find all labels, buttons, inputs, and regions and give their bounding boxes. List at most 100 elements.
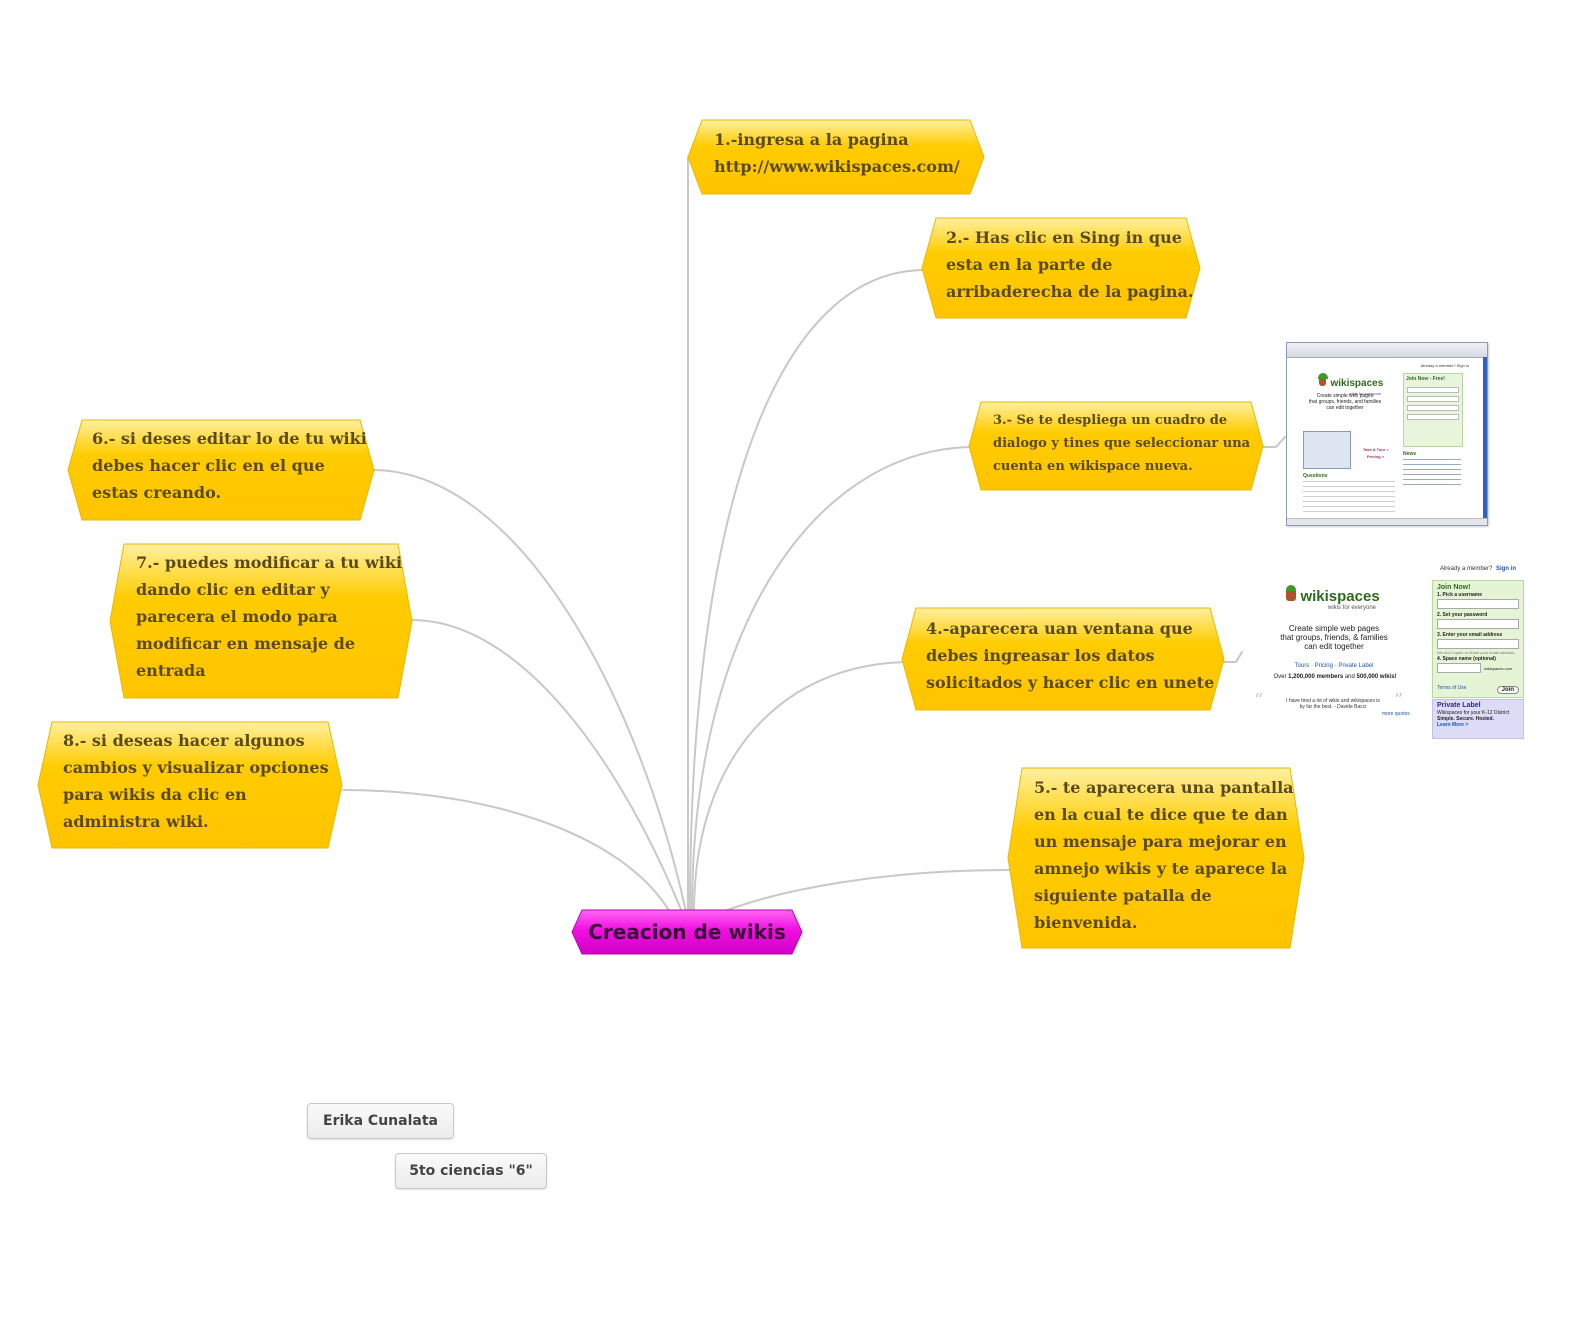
quote-open-icon: “ xyxy=(1254,690,1264,711)
thumb-small-questions: Questions xyxy=(1303,473,1328,479)
thumb-small-pricing-link: Pricing > xyxy=(1367,454,1385,459)
link-step-2 xyxy=(689,269,926,913)
thumb-small-join-box: Join Now - Free! xyxy=(1403,373,1463,447)
link-step-7 xyxy=(411,619,683,913)
members-pre: Over xyxy=(1273,674,1289,680)
thumb-large-brand: wikispaces xyxy=(1300,588,1380,605)
link-step-3 xyxy=(691,446,976,913)
thumb-large-space-row: .wikispaces.com xyxy=(1437,663,1519,673)
step-4-text: 4.-aparecera uan ventana que debes ingre… xyxy=(926,619,1215,692)
step-5-shape xyxy=(1007,767,1305,949)
browser-statusbar xyxy=(1287,518,1487,525)
step-7-shape xyxy=(109,543,413,699)
link-thumb-4 xyxy=(1221,651,1243,663)
author-label[interactable]: Erika Cunalata xyxy=(307,1103,454,1139)
thumb-large-pl-more: Learn More > xyxy=(1437,722,1469,728)
step-2-text: 2.- Has clic en Sing in que esta en la p… xyxy=(946,228,1194,301)
members-count: 1,200,000 members xyxy=(1288,674,1344,680)
thumb-large-signin-row: Already a member? Sign in xyxy=(1440,566,1516,572)
step-8-node[interactable]: 8.- si deseas hacer algunos cambios y vi… xyxy=(37,721,343,849)
thumb-large-email-note: We don't spam or share your email addres… xyxy=(1437,650,1516,655)
course-label[interactable]: 5to ciencias "6" xyxy=(395,1153,547,1189)
wikis-count: 500,000 wikis! xyxy=(1356,674,1397,680)
link-step-8 xyxy=(342,789,671,913)
step-3-text: 3.- Se te despliega un cuadro de dialogo… xyxy=(993,413,1251,474)
step-8-shape xyxy=(37,721,343,849)
thumb-large-pl-title: Private Label xyxy=(1437,702,1481,709)
thumb-small-field xyxy=(1407,414,1459,420)
thumb-large-quote: I have tried a lot of wikis and wikispac… xyxy=(1286,698,1380,710)
step-8-text: 8.- si deseas hacer algunos cambios y vi… xyxy=(63,731,329,831)
thumb-small-field xyxy=(1407,396,1459,402)
thumb-large-domain: .wikispaces.com xyxy=(1483,665,1513,671)
thumb-large-nav-links: Tours · Pricing · Private Label xyxy=(1294,663,1374,669)
step-6-text: 6.- si deses editar lo de tu wiki debes … xyxy=(92,429,367,502)
thumb-large-already-member: Already a member? xyxy=(1439,566,1493,572)
thumb-large-field-3 xyxy=(1437,639,1519,649)
thumb-large-join-title: Join Now! xyxy=(1437,584,1471,591)
thumb-small-headline: Create simple web pages that groups, fri… xyxy=(1308,393,1382,411)
thumb-small-screenshot xyxy=(1303,431,1351,469)
step-1-text: 1.-ingresa a la pagina http://www.wikisp… xyxy=(714,130,960,176)
thumb-large-field-1 xyxy=(1437,599,1519,609)
thumb-small-brand: wikispaces xyxy=(1330,378,1384,389)
thumb-large-field-2-label: 2. Set your password xyxy=(1437,612,1488,618)
thumb-large-members: Over 1,200,000 members and 500,000 wikis… xyxy=(1248,674,1422,680)
step-5-node[interactable]: 5.- te aparecera una pantalla en la cual… xyxy=(1007,767,1305,949)
thumb-small-signin: Already a member? Sign in xyxy=(1420,363,1469,368)
step-7-text: 7.- puedes modificar a tu wiki dando cli… xyxy=(136,553,403,680)
thumb-small-news: News xyxy=(1403,451,1417,457)
step-7-node[interactable]: 7.- puedes modificar a tu wiki dando cli… xyxy=(109,543,413,699)
thumb-large-sign-in-link: Sign in xyxy=(1496,566,1516,572)
thumb-large-field-2 xyxy=(1437,619,1519,629)
thumb-large-more-quotes: more quotes xyxy=(1382,711,1410,717)
members-and: and xyxy=(1343,674,1357,680)
thumb-large-logo: wikispaces wikis for everyone xyxy=(1286,585,1380,611)
browser-right-scrollbar xyxy=(1483,357,1487,519)
link-step-5 xyxy=(721,869,1011,913)
thumb-large-pl-line2: Simple. Secure. Hosted. xyxy=(1437,716,1494,722)
thumb-large-tagline: wikis for everyone xyxy=(1328,605,1377,611)
step-3-node[interactable]: 3.- Se te despliega un cuadro de dialogo… xyxy=(968,401,1264,491)
thumb-small-field xyxy=(1407,405,1459,411)
thumb-large-field-4 xyxy=(1437,663,1481,673)
link-step-4 xyxy=(693,661,913,913)
thumb-small-text-lines xyxy=(1303,481,1395,515)
thumb-large-terms-link: Terms of Use xyxy=(1437,685,1467,691)
step-2-node[interactable]: 2.- Has clic en Sing in que esta en la p… xyxy=(921,217,1201,319)
thumb-small-logo: wikispaces wikis for everyone xyxy=(1317,373,1384,396)
central-shape xyxy=(571,909,803,955)
thumb-large-join-box: Join Now! 1. Pick a username 2. Set your… xyxy=(1432,580,1524,698)
central-topic-label: Creacion de wikis xyxy=(588,920,786,944)
thumb-small-tour-link: Take A Tour > xyxy=(1363,447,1389,452)
thumb-large-join-button: Join xyxy=(1496,686,1519,694)
step-1-shape xyxy=(687,119,985,195)
thumb-small-tagline: wikis for everyone xyxy=(1349,391,1382,396)
thumb-large-headline: Create simple web pages that groups, fri… xyxy=(1280,624,1388,651)
central-topic[interactable]: Creacion de wikis xyxy=(571,909,803,955)
quote-close-icon: ” xyxy=(1394,690,1404,711)
step-6-node[interactable]: 6.- si deses editar lo de tu wiki debes … xyxy=(67,419,375,521)
plant-pot-icon xyxy=(1317,373,1328,386)
step-4-shape xyxy=(901,607,1225,711)
thumb-small-join-title: Join Now - Free! xyxy=(1406,376,1445,382)
step-3-shape xyxy=(968,401,1264,491)
step-2-shape xyxy=(921,217,1201,319)
thumb-large-private-label-box: Private Label Wikispaces for your K-12 D… xyxy=(1432,699,1524,739)
plant-pot-icon xyxy=(1286,585,1296,601)
thumb-large-field-1-label: 1. Pick a username xyxy=(1437,592,1483,598)
browser-screenshot-thumbnail: Already a member? Sign in wikispaces wik… xyxy=(1286,342,1488,526)
signup-screenshot-thumbnail: Already a member? Sign in wikispaces wik… xyxy=(1244,562,1524,740)
link-thumb-3 xyxy=(1261,436,1286,448)
link-step-6 xyxy=(371,469,687,913)
thumb-large-field-4-label: 4. Space name (optional) xyxy=(1437,656,1496,662)
browser-toolbar xyxy=(1287,343,1487,358)
step-6-shape xyxy=(67,419,375,521)
step-1-node[interactable]: 1.-ingresa a la pagina http://www.wikisp… xyxy=(687,119,985,195)
step-5-text: 5.- te aparecera una pantalla en la cual… xyxy=(1034,778,1294,932)
thumb-large-field-3-label: 3. Enter your email address xyxy=(1437,632,1503,638)
step-4-node[interactable]: 4.-aparecera uan ventana que debes ingre… xyxy=(901,607,1225,711)
thumb-small-field xyxy=(1407,387,1459,393)
thumb-large-pl-line1: Wikispaces for your K-12 District xyxy=(1437,710,1510,716)
thumb-small-news-lines xyxy=(1403,459,1461,489)
